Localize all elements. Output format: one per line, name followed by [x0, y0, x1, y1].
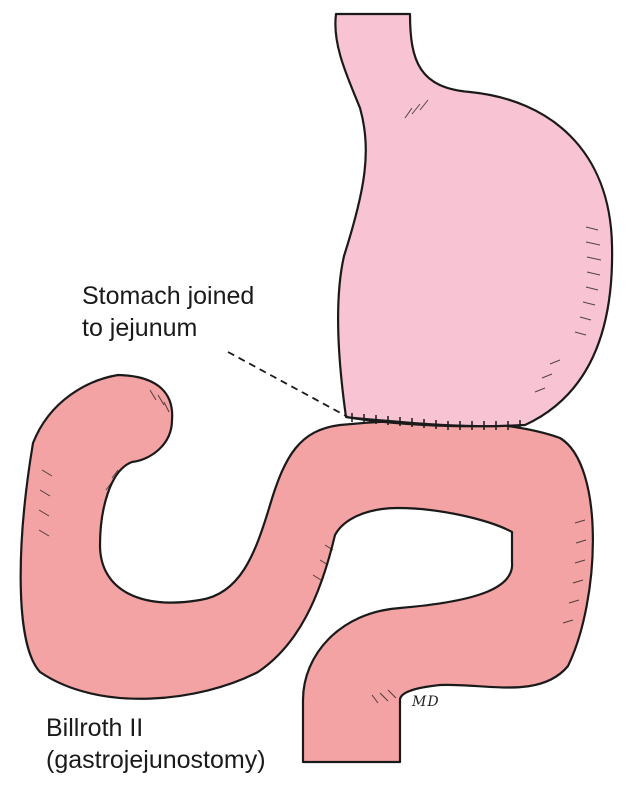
annotation-pointer-line [228, 352, 348, 417]
annotation-line-2: to jejunum [82, 312, 254, 344]
artist-signature: MD [412, 694, 440, 710]
annotation-line-1: Stomach joined [82, 280, 254, 312]
caption-line-1: Billroth II [46, 712, 266, 744]
jejunum-loop [21, 375, 593, 762]
figure-caption: Billroth II (gastrojejunostomy) [46, 712, 266, 776]
annotation-label: Stomach joined to jejunum [82, 280, 254, 344]
caption-line-2: (gastrojejunostomy) [46, 744, 266, 776]
stomach [335, 14, 612, 426]
